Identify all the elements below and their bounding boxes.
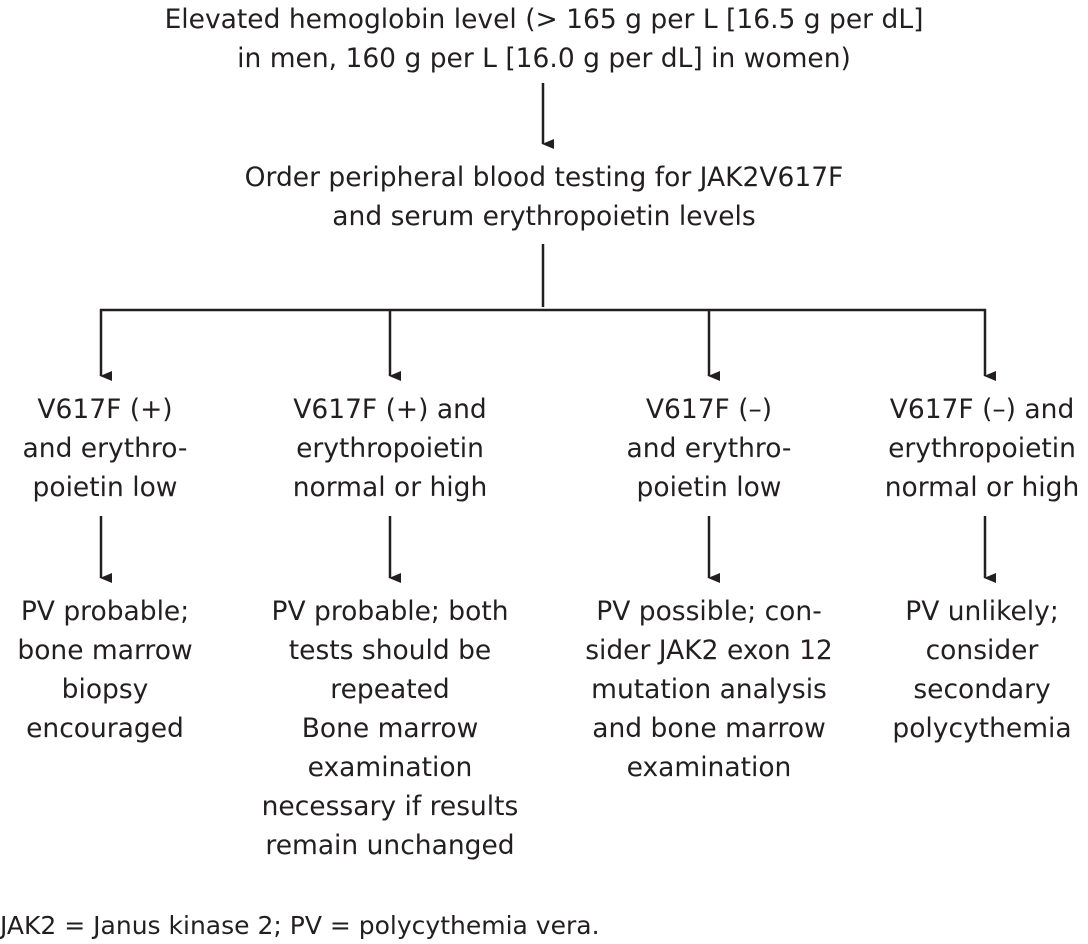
step-node-line: Order peripheral blood testing for JAK2V… bbox=[244, 162, 844, 193]
condition-node-3: V617F (–) and erythro- poietin low bbox=[559, 390, 859, 507]
result-line: encouraged bbox=[26, 713, 184, 744]
result-line: PV probable; bbox=[20, 596, 190, 627]
result-line: mutation analysis bbox=[591, 674, 827, 705]
condition-line: erythropoietin bbox=[888, 433, 1076, 464]
start-node-line: Elevated hemoglobin level (> 165 g per L… bbox=[164, 4, 924, 35]
result-line: examination bbox=[307, 752, 473, 783]
step-node-order-testing: Order peripheral blood testing for JAK2V… bbox=[194, 158, 894, 236]
result-line: biopsy bbox=[61, 674, 149, 705]
start-node-elevated-hemoglobin: Elevated hemoglobin level (> 165 g per L… bbox=[94, 0, 994, 78]
condition-line: normal or high bbox=[292, 472, 488, 503]
result-line: polycythemia bbox=[892, 713, 1072, 744]
result-line: secondary bbox=[913, 674, 1051, 705]
result-line: bone marrow bbox=[17, 635, 193, 666]
start-node-line: in men, 160 g per L [16.0 g per dL] in w… bbox=[237, 43, 851, 74]
result-line: tests should be bbox=[288, 635, 492, 666]
condition-line: poietin low bbox=[636, 472, 782, 503]
footnote: JAK2 = Janus kinase 2; PV = polycythemia… bbox=[0, 911, 600, 940]
result-line: Bone marrow bbox=[301, 713, 479, 744]
condition-line: V617F (+) and bbox=[293, 394, 487, 425]
result-line: examination bbox=[626, 752, 792, 783]
condition-line: and erythro- bbox=[626, 433, 792, 464]
result-node-4: PV unlikely; consider secondary polycyth… bbox=[876, 592, 1088, 748]
step-node-line: and serum erythropoietin levels bbox=[332, 201, 756, 232]
result-line: necessary if results bbox=[261, 791, 519, 822]
condition-line: normal or high bbox=[884, 472, 1080, 503]
result-line: PV unlikely; bbox=[905, 596, 1059, 627]
condition-line: poietin low bbox=[32, 472, 178, 503]
result-line: repeated bbox=[330, 674, 450, 705]
result-line: and bone marrow bbox=[592, 713, 826, 744]
condition-line: V617F (–) bbox=[645, 394, 773, 425]
condition-line: and erythro- bbox=[22, 433, 188, 464]
result-line: PV probable; both bbox=[271, 596, 509, 627]
condition-line: V617F (+) bbox=[37, 394, 173, 425]
condition-node-4: V617F (–) and erythropoietin normal or h… bbox=[876, 390, 1088, 507]
condition-line: V617F (–) and bbox=[889, 394, 1075, 425]
condition-node-2: V617F (+) and erythropoietin normal or h… bbox=[240, 390, 540, 507]
result-node-3: PV possible; con- sider JAK2 exon 12 mut… bbox=[559, 592, 859, 787]
result-node-2: PV probable; both tests should be repeat… bbox=[240, 592, 540, 865]
result-line: sider JAK2 exon 12 bbox=[585, 635, 833, 666]
result-node-1: PV probable; bone marrow biopsy encourag… bbox=[0, 592, 210, 748]
condition-line: erythropoietin bbox=[296, 433, 484, 464]
result-line: consider bbox=[925, 635, 1039, 666]
result-line: PV possible; con- bbox=[596, 596, 822, 627]
result-line: remain unchanged bbox=[265, 830, 515, 861]
condition-node-1: V617F (+) and erythro- poietin low bbox=[0, 390, 210, 507]
